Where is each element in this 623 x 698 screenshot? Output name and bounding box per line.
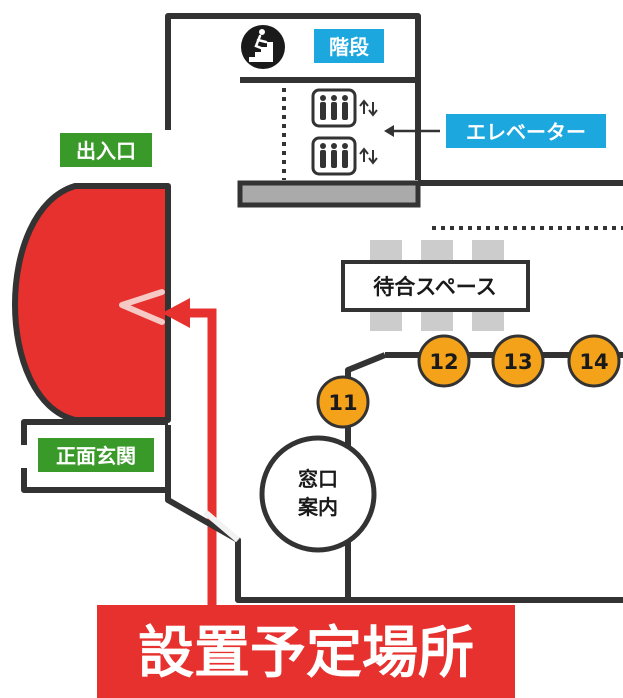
- counter-14: 14: [567, 334, 621, 388]
- waiting-space-label: 待合スペース: [373, 275, 496, 299]
- elevator-label-box: [446, 114, 606, 148]
- counter-number: 14: [579, 350, 608, 374]
- stairs-label: 階段: [329, 35, 369, 59]
- glass-wall: [203, 509, 240, 543]
- counter-number: 11: [328, 391, 357, 415]
- install-location-banner: [97, 605, 515, 698]
- install-pointer-line: [185, 308, 217, 610]
- counter-12: 12: [417, 334, 471, 388]
- install-pointer-arrowhead: [162, 298, 190, 328]
- up-down-arrows-icon: [359, 99, 378, 117]
- elevator-label: エレベーター: [466, 120, 586, 144]
- install-location-label: 設置予定場所: [138, 621, 474, 686]
- entrance-exit-label-box: [60, 133, 152, 167]
- counter-info-circle: [259, 435, 377, 553]
- main-entrance-label: 正面玄関: [56, 444, 136, 468]
- up-down-arrows-icon: [359, 147, 378, 165]
- stairs-person-icon: [241, 25, 285, 69]
- counter-11: 11: [316, 375, 370, 429]
- counter-number: 13: [503, 350, 532, 374]
- counter-number: 12: [429, 350, 458, 374]
- main-entrance-label-box: [38, 438, 154, 472]
- elevator-floor: [237, 180, 421, 208]
- counter-13: 13: [491, 334, 545, 388]
- elevator-people-icon: [311, 136, 357, 176]
- entrance-exit-label: 出入口: [76, 139, 136, 163]
- counter-info-line1: 窓口: [298, 467, 338, 491]
- door-swing-mark: [119, 289, 165, 325]
- elevator-people-icon: [311, 88, 357, 128]
- waiting-space-label-box: [341, 260, 530, 312]
- install-area: [12, 183, 171, 423]
- stairs-label-box: [314, 29, 384, 63]
- arrow-left-icon-head: [384, 125, 394, 137]
- counter-info-line2: 案内: [297, 495, 338, 519]
- benches: [370, 240, 504, 331]
